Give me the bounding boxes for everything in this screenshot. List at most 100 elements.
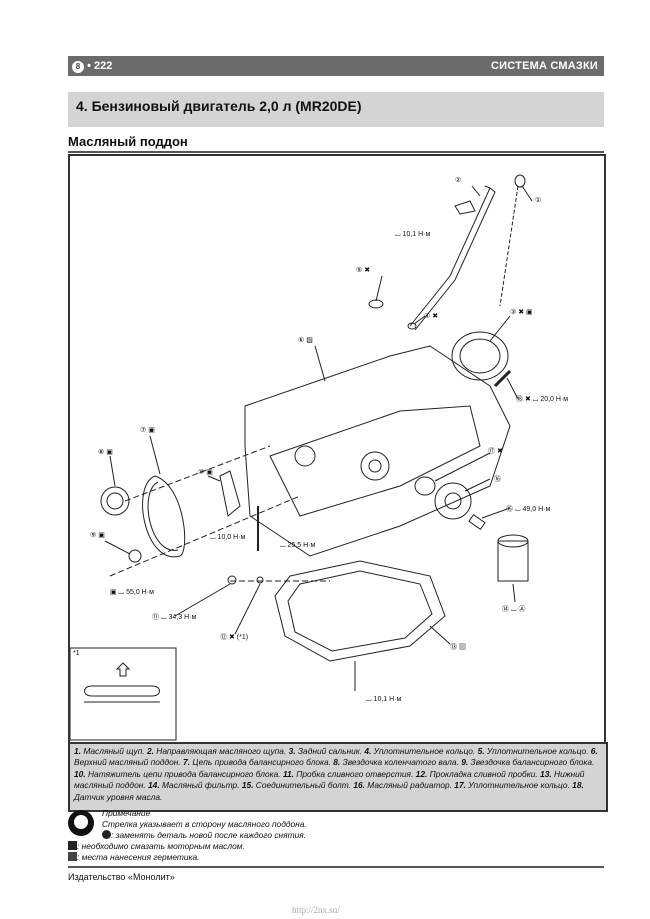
- caption-item-number: 6.: [590, 746, 598, 756]
- caption-item-number: 7.: [183, 757, 191, 768]
- rear-seal: [451, 331, 509, 381]
- caption-item-number: 11.: [282, 768, 294, 779]
- arrow-up-icon: [115, 662, 131, 677]
- oil-level-sensor: [493, 369, 512, 388]
- drain-washer: [256, 576, 264, 584]
- callout-17: ⑰ ✖: [488, 448, 503, 455]
- footer-divider: [68, 866, 604, 868]
- exploded-diagram: ② ① ⌴ 10,1 Н·м ⑤ ✖ ④ ✖ ③ ✖ ▣ ⑥ ▨ ⑱ ✖ ⌴ 2…: [68, 154, 606, 744]
- figure-caption: 1. Масляный щуп. 2. Направляющая масляно…: [68, 742, 608, 812]
- callout-3: ③ ✖ ▣: [510, 309, 533, 316]
- callout-13: ⑬ ▨: [450, 644, 466, 651]
- callout-18: ⑱ ✖ ⌴ 20,0 Н·м: [516, 396, 569, 403]
- caption-item-text: Звездочка балансирного блока.: [468, 757, 595, 768]
- callout-9: ⑨ ▣: [90, 532, 105, 539]
- note-line-4: : места нанесения герметика.: [68, 852, 200, 862]
- note-line-3: : необходимо смазать моторным маслом.: [68, 841, 245, 851]
- upper-oil-pan: [244, 345, 511, 557]
- caption-item-text: Натяжитель цепи привода балансирного бло…: [85, 768, 283, 779]
- balancer-sprocket: [128, 549, 142, 563]
- caption-item-text: Прокладка сливной пробки.: [427, 768, 541, 779]
- drain-plug: [227, 575, 237, 585]
- callout-15: ⑮ ⌴ 49,0 Н·м: [506, 506, 551, 513]
- caption-item-number: 16.: [353, 780, 365, 791]
- o-ring-5: [368, 299, 384, 309]
- section-title: СИСТЕМА СМАЗКИ: [491, 60, 598, 72]
- chain-tensioner: [219, 470, 241, 517]
- oil-cooler: [434, 482, 472, 520]
- caption-item-text: Нижний масляный поддон.: [74, 768, 585, 791]
- inset-box: [70, 647, 177, 741]
- caption-item-number: 17.: [454, 780, 466, 791]
- dipstick-guide: [409, 185, 491, 327]
- callout-5: ⑤ ✖: [356, 267, 371, 274]
- connector-bolt: [468, 514, 486, 530]
- caption-item-number: 5.: [477, 746, 485, 756]
- o-ring-4: [407, 322, 417, 330]
- page-title: 4. Бензиновый двигатель 2,0 л (MR20DE): [76, 98, 362, 114]
- caption-item-text: Масляный радиатор.: [364, 780, 455, 791]
- caption-item-text: Датчик уровня масла.: [74, 791, 163, 802]
- callout-10: ⑩ ▣: [198, 469, 213, 476]
- lower-oil-pan: [274, 560, 446, 662]
- gasket-profile: [84, 685, 160, 697]
- callout-7: ⑦ ▣: [140, 427, 155, 434]
- caption-item-number: 13.: [540, 768, 552, 779]
- caption-item-text: Уплотнительное кольцо.: [371, 746, 478, 756]
- caption-item-number: 10.: [74, 768, 86, 779]
- page-number-text: • 222: [87, 60, 113, 72]
- caption-item-text: Масляный фильтр.: [159, 780, 242, 791]
- balancer-chain: [142, 475, 186, 558]
- callout-8: ⑧ ▣: [98, 449, 113, 456]
- caption-item-number: 4.: [364, 746, 372, 756]
- note-block: Примечание Стрелка указывает в сторону м…: [68, 806, 604, 862]
- divider: [68, 151, 604, 153]
- caption-item-number: 14.: [148, 780, 160, 791]
- caption-item-number: 8.: [333, 757, 341, 768]
- oil-filter: [497, 540, 529, 582]
- callout-6: ⑥ ▨: [298, 337, 313, 344]
- torque-label-pan-bolt: ⌴ 10,1 Н·м: [366, 696, 402, 703]
- caption-item-text: Уплотнительное кольцо.: [484, 746, 591, 756]
- caption-item-text: Уплотнительное кольцо.: [465, 780, 573, 791]
- torque-label-bracket: ⌴ 10,1 Н·м: [395, 231, 431, 238]
- callout-2: ②: [455, 177, 462, 184]
- note-line-2: : заменять деталь новой после каждого сн…: [102, 830, 306, 840]
- caption-item-number: 9.: [461, 757, 469, 768]
- bracket: [454, 200, 476, 215]
- sealant-icon: [68, 852, 77, 861]
- page-number: 8 • 222: [72, 60, 112, 73]
- caption-item-text: Масляный щуп.: [81, 746, 147, 756]
- caption-item-text: Задний сальник.: [295, 746, 365, 756]
- caption-item-text: Цепь привода балансирного блока.: [190, 757, 334, 768]
- callout-1: ①: [535, 197, 542, 204]
- lightbulb-icon: [68, 810, 94, 836]
- callout-4: ④ ✖: [424, 313, 439, 320]
- callout-11: ⑪ ⌴ 34,3 Н·м: [152, 614, 197, 621]
- title-band: 4. Бензиновый двигатель 2,0 л (MR20DE): [68, 92, 604, 127]
- dipstick: [499, 185, 519, 307]
- caption-item-number: 12.: [415, 768, 428, 779]
- callout-16: ⑯: [494, 476, 501, 483]
- caption-item-number: 18.: [572, 780, 584, 791]
- callout-12: ⑫ ✖ (*1): [220, 634, 249, 641]
- torque-label-tensioner: ⌴ 10,0 Н·м: [210, 534, 246, 541]
- callout-14: ⑭ ⌴ Ⓐ: [502, 606, 526, 613]
- oil-icon: [68, 841, 77, 850]
- caption-item-number: 15.: [241, 780, 254, 791]
- caption-item-text: Направляющая масляного щупа.: [153, 746, 289, 756]
- note-line-1: Стрелка указывает в сторону масляного по…: [102, 819, 307, 829]
- torque-label-balancer: ▣ ⌴ 55,0 Н·м: [110, 589, 154, 596]
- crank-sprocket: [100, 486, 130, 516]
- torque-label-long-bolt: ⌴ 25,5 Н·м: [280, 542, 316, 549]
- publisher: Издательство «Монолит»: [68, 872, 175, 882]
- inset-label: *1: [73, 650, 80, 657]
- caption-item-text: Соединительный болт.: [253, 780, 354, 791]
- caption-item-text: Верхний масляный поддон.: [74, 757, 184, 768]
- caption-item-text: Звездочка коленчатого вала.: [340, 757, 462, 768]
- replace-icon: [102, 830, 111, 839]
- caption-item-number: 3.: [288, 746, 296, 756]
- caption-item-number: 2.: [146, 746, 154, 756]
- diagram-drawing: [70, 174, 533, 741]
- source-url[interactable]: http://2nx.su/: [292, 905, 340, 915]
